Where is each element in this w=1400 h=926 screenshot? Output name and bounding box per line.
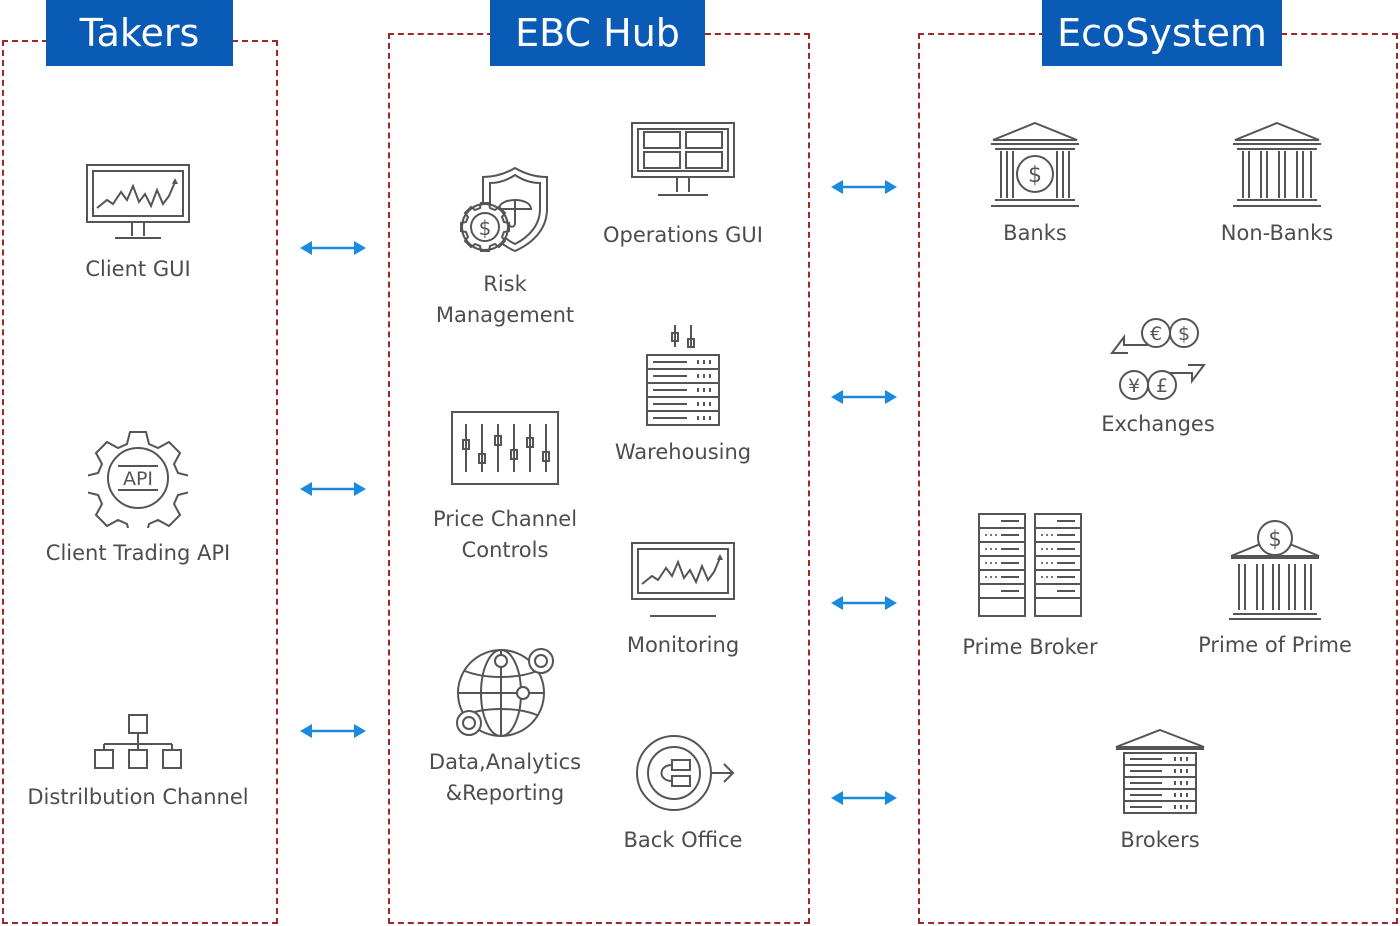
- warehousing-node: Warehousing: [593, 323, 773, 468]
- brokers-node: Brokers: [1070, 727, 1250, 856]
- takers-title: Takers: [46, 0, 233, 66]
- double-arrow-icon: [831, 596, 897, 610]
- monitor-chart-icon: [86, 164, 190, 239]
- non-banks-node: Non-Banks: [1187, 120, 1367, 249]
- server-pair-icon: [978, 513, 1082, 617]
- monitor-chart-icon: [631, 542, 735, 617]
- client-trading-api-label: Client Trading API: [45, 541, 231, 565]
- brokers-label: Brokers: [1120, 828, 1200, 852]
- back-office-node: Back Office: [593, 733, 773, 856]
- monitor-grid-icon: [631, 122, 735, 196]
- data-analytics-reporting-label-line1: Data,Analytics: [428, 750, 582, 774]
- monitoring-node: Monitoring: [593, 540, 773, 661]
- globe-network-icon: [456, 648, 554, 737]
- hierarchy-icon: [94, 714, 182, 769]
- banks-node: $ Banks: [945, 120, 1125, 249]
- price-channel-controls-node: Price Channel Controls: [415, 410, 595, 566]
- risk-management-label-line1: Risk: [483, 272, 527, 296]
- svg-text:€: €: [1150, 323, 1162, 345]
- svg-text:$: $: [1268, 527, 1281, 551]
- risk-management-node: $ Risk Management: [415, 165, 595, 331]
- currency-exchange-icon: € $ ¥ £: [1110, 318, 1206, 400]
- client-gui-label: Client GUI: [85, 257, 191, 281]
- banks-label: Banks: [1003, 221, 1067, 245]
- risk-management-label-line2: Management: [435, 303, 575, 327]
- price-channel-controls-label-line1: Price Channel: [432, 507, 578, 531]
- double-arrow-icon: [300, 241, 366, 255]
- exchanges-node: € $ ¥ £ Exchanges: [1068, 315, 1248, 440]
- double-arrow-icon: [300, 482, 366, 496]
- bank-dollar-icon: $: [991, 121, 1079, 207]
- exchanges-label: Exchanges: [1101, 412, 1215, 436]
- svg-text:$: $: [1028, 163, 1042, 188]
- non-banks-label: Non-Banks: [1220, 221, 1334, 245]
- server-rack-icon: [646, 325, 720, 426]
- ecosystem-title: EcoSystem: [1042, 0, 1282, 66]
- operations-gui-label: Operations GUI: [603, 223, 763, 247]
- svg-text:$: $: [1178, 323, 1190, 345]
- double-arrow-icon: [831, 180, 897, 194]
- monitoring-label: Monitoring: [626, 633, 740, 657]
- svg-text:£: £: [1156, 375, 1168, 397]
- price-channel-controls-label-line2: Controls: [461, 538, 549, 562]
- warehousing-label: Warehousing: [614, 440, 752, 464]
- sliders-icon: [451, 411, 559, 485]
- bank-icon: [1233, 121, 1321, 207]
- distribution-channel-node: Distrilbution Channel: [18, 712, 258, 813]
- svg-text:API: API: [123, 468, 153, 490]
- shield-umbrella-gear-icon: $: [460, 166, 548, 253]
- prime-of-prime-node: $ Prime of Prime: [1185, 518, 1365, 661]
- data-analytics-reporting-label-line2: &Reporting: [445, 781, 565, 805]
- operations-gui-node: Operations GUI: [593, 120, 773, 251]
- svg-text:¥: ¥: [1128, 375, 1140, 397]
- back-office-label: Back Office: [623, 828, 743, 852]
- hub-title: EBC Hub: [490, 0, 705, 66]
- svg-text:$: $: [479, 216, 492, 240]
- bank-dollar-top-icon: $: [1229, 520, 1321, 620]
- double-arrow-icon: [831, 390, 897, 404]
- client-gui-node: Client GUI: [38, 162, 238, 285]
- data-analytics-reporting-node: Data,Analytics &Reporting: [415, 645, 595, 809]
- prime-broker-label: Prime Broker: [962, 635, 1098, 659]
- distribution-channel-label: Distrilbution Channel: [27, 785, 249, 809]
- back-office-icon: [636, 735, 735, 811]
- gear-api-icon: API: [88, 431, 188, 528]
- double-arrow-icon: [831, 791, 897, 805]
- server-house-icon: [1115, 728, 1205, 814]
- double-arrow-icon: [300, 724, 366, 738]
- client-trading-api-node: API Client Trading API: [18, 428, 258, 569]
- prime-broker-node: Prime Broker: [940, 512, 1120, 663]
- prime-of-prime-label: Prime of Prime: [1198, 633, 1352, 657]
